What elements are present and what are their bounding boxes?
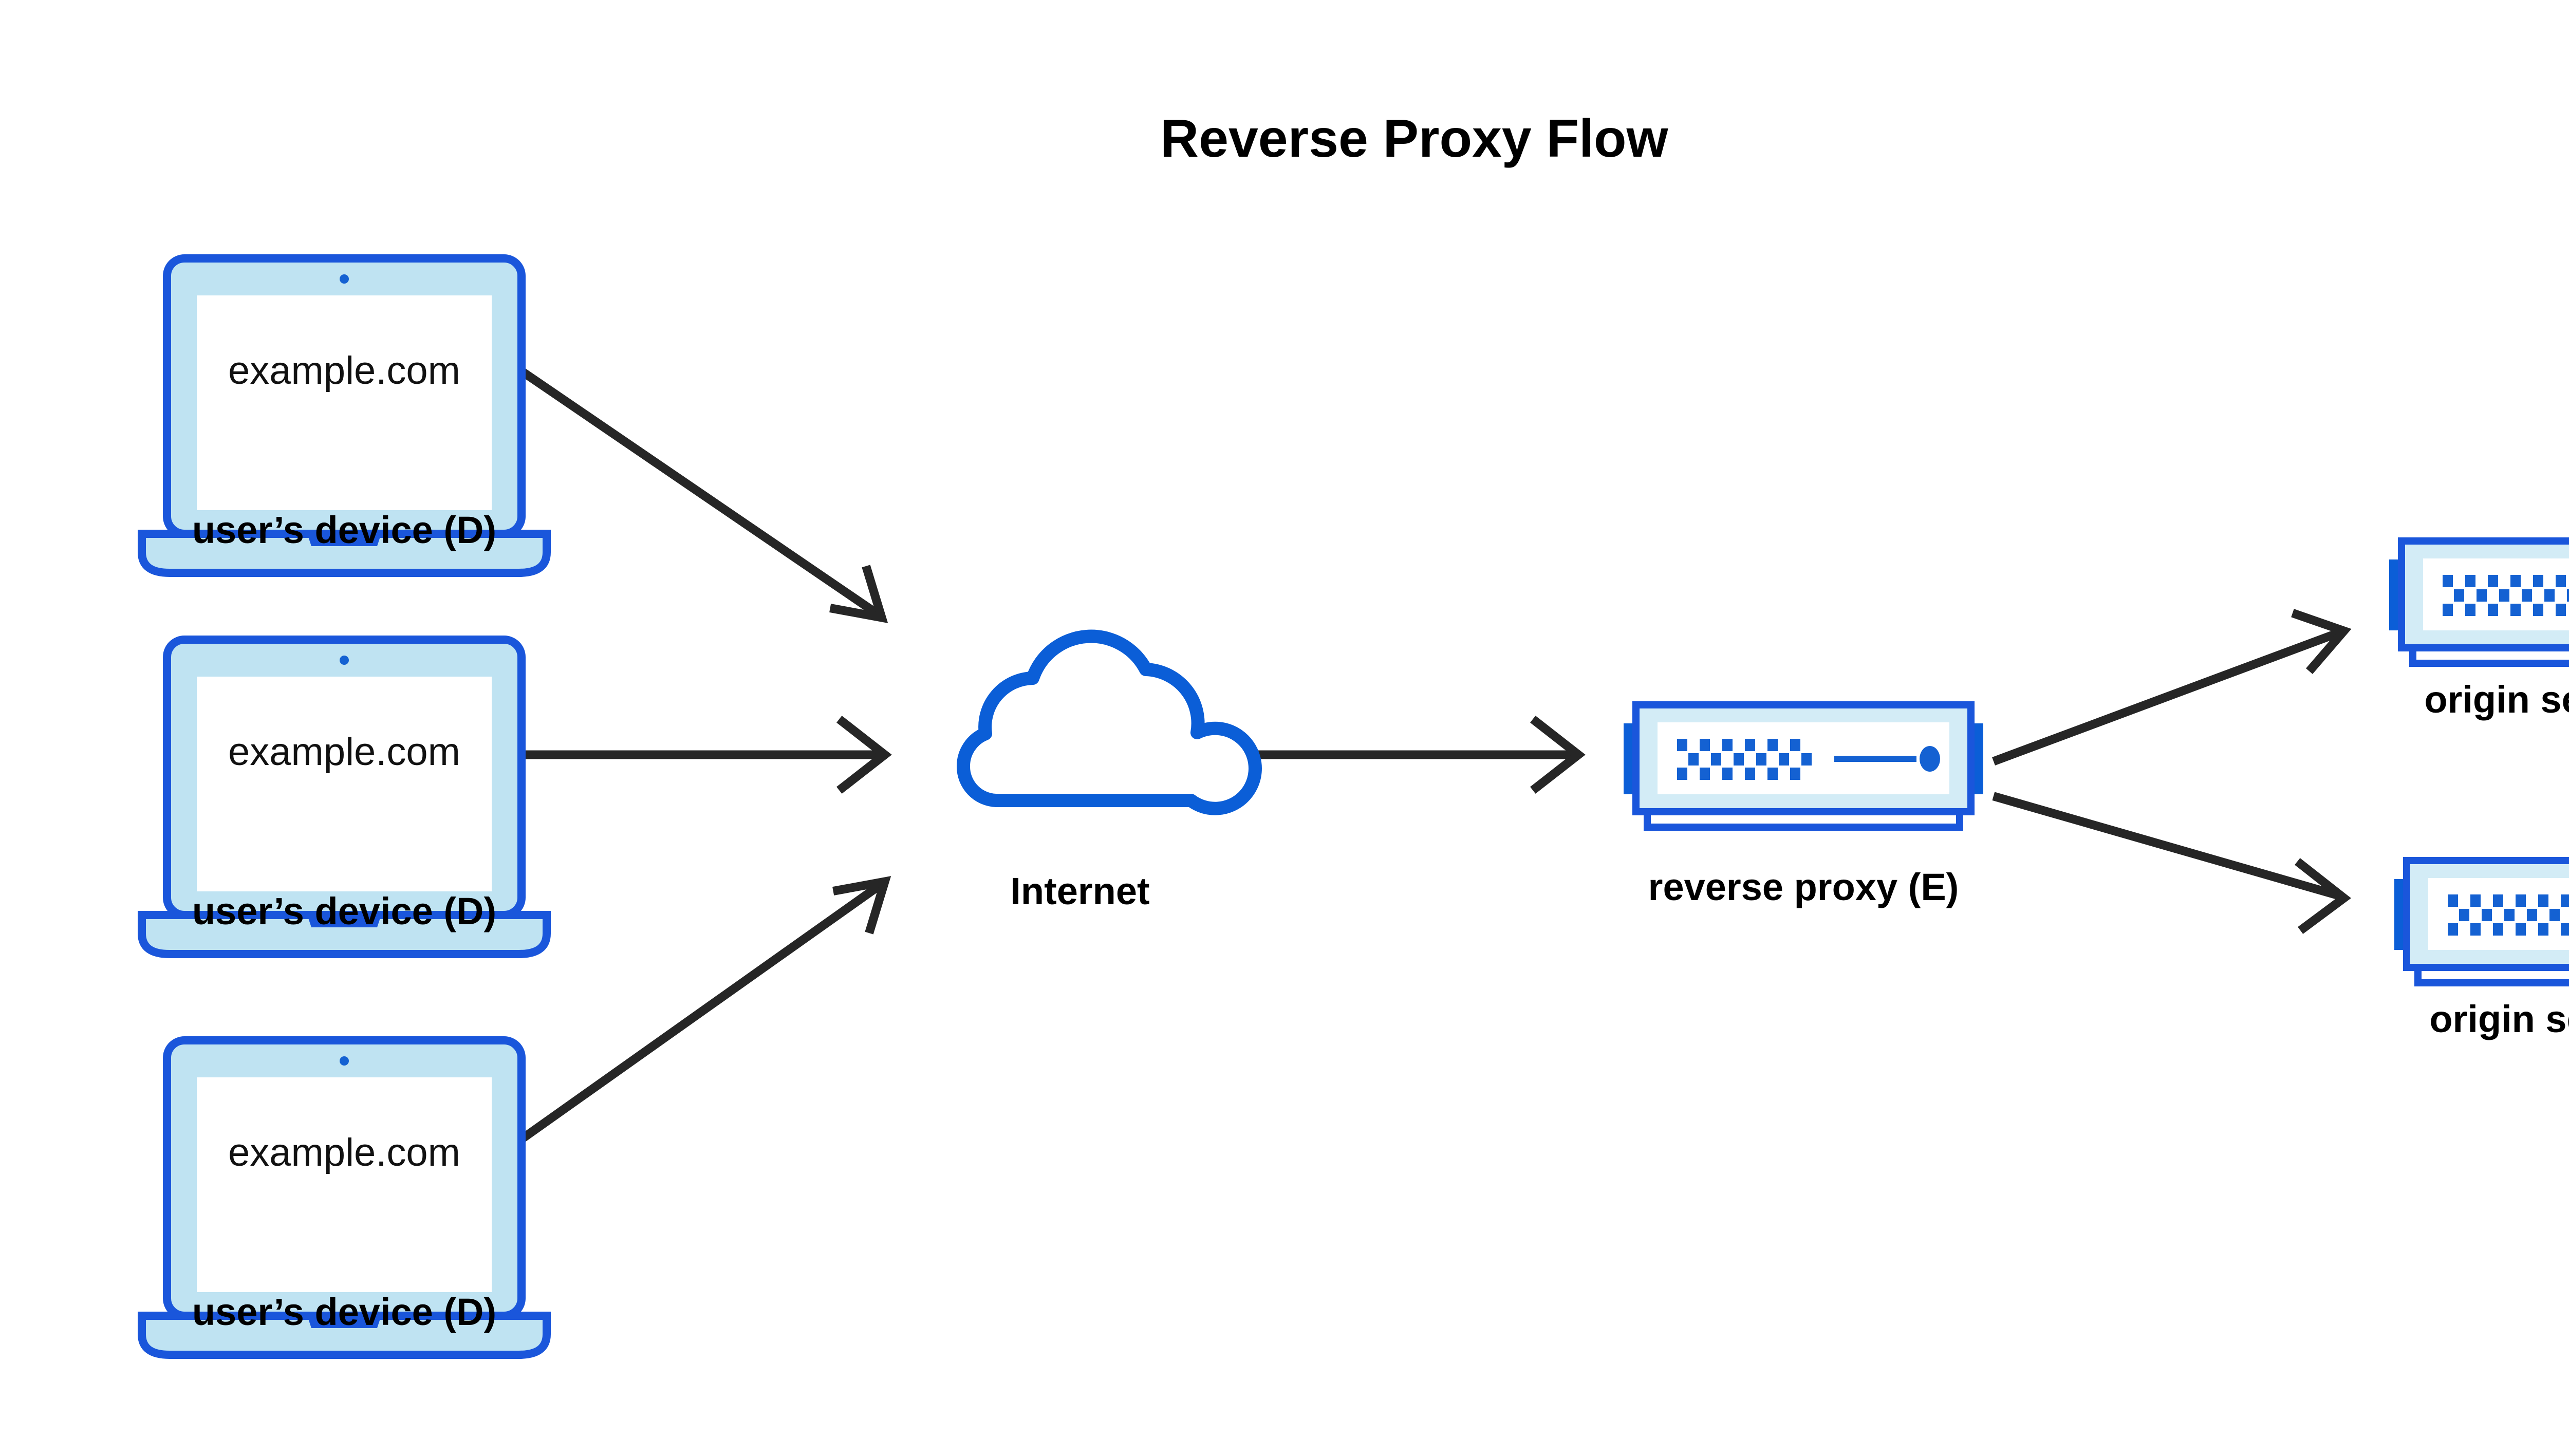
laptop-screen-text: example.com <box>228 1131 460 1174</box>
laptop-screen-text: example.com <box>228 349 460 393</box>
edge-internet-to-reverse-proxy <box>1207 716 1586 794</box>
page-title: Reverse Proxy Flow <box>1160 109 1669 169</box>
edge-reverse-proxy-to-origin-top <box>1992 609 2352 766</box>
node-label-origin-server-bottom: origin server (F) <box>2429 998 2569 1040</box>
edge-layer <box>508 360 2352 1151</box>
node-label-user-device-middle: user’s device (D) <box>192 890 496 932</box>
node-user-device-top[interactable]: example.com user’s device (D) <box>142 258 547 573</box>
node-label-reverse-proxy: reverse proxy (E) <box>1648 866 1959 908</box>
edge-device-middle-to-internet <box>509 716 892 794</box>
server-icon <box>1624 705 1983 827</box>
cloud-icon <box>963 637 1255 809</box>
node-reverse-proxy[interactable]: reverse proxy (E) <box>1624 705 1983 908</box>
node-origin-server-top[interactable]: origin server (F) <box>2389 541 2569 721</box>
node-internet[interactable]: Internet <box>963 637 1255 912</box>
server-icon <box>2394 861 2569 983</box>
node-label-origin-server-top: origin server (F) <box>2424 678 2569 721</box>
node-label-internet: Internet <box>1010 870 1149 912</box>
edge-device-bottom-to-internet <box>508 876 891 1151</box>
laptop-screen-text: example.com <box>228 730 460 774</box>
edge-reverse-proxy-to-origin-bottom <box>1992 792 2351 934</box>
node-label-user-device-top: user’s device (D) <box>192 509 496 551</box>
edge-device-top-to-internet <box>508 360 888 623</box>
node-origin-server-bottom[interactable]: origin server (F) <box>2394 861 2569 1040</box>
node-user-device-bottom[interactable]: example.com user’s device (D) <box>142 1040 547 1355</box>
node-label-user-device-bottom: user’s device (D) <box>192 1291 496 1333</box>
server-icon <box>2389 541 2569 663</box>
node-user-device-middle[interactable]: example.com user’s device (D) <box>142 640 547 954</box>
